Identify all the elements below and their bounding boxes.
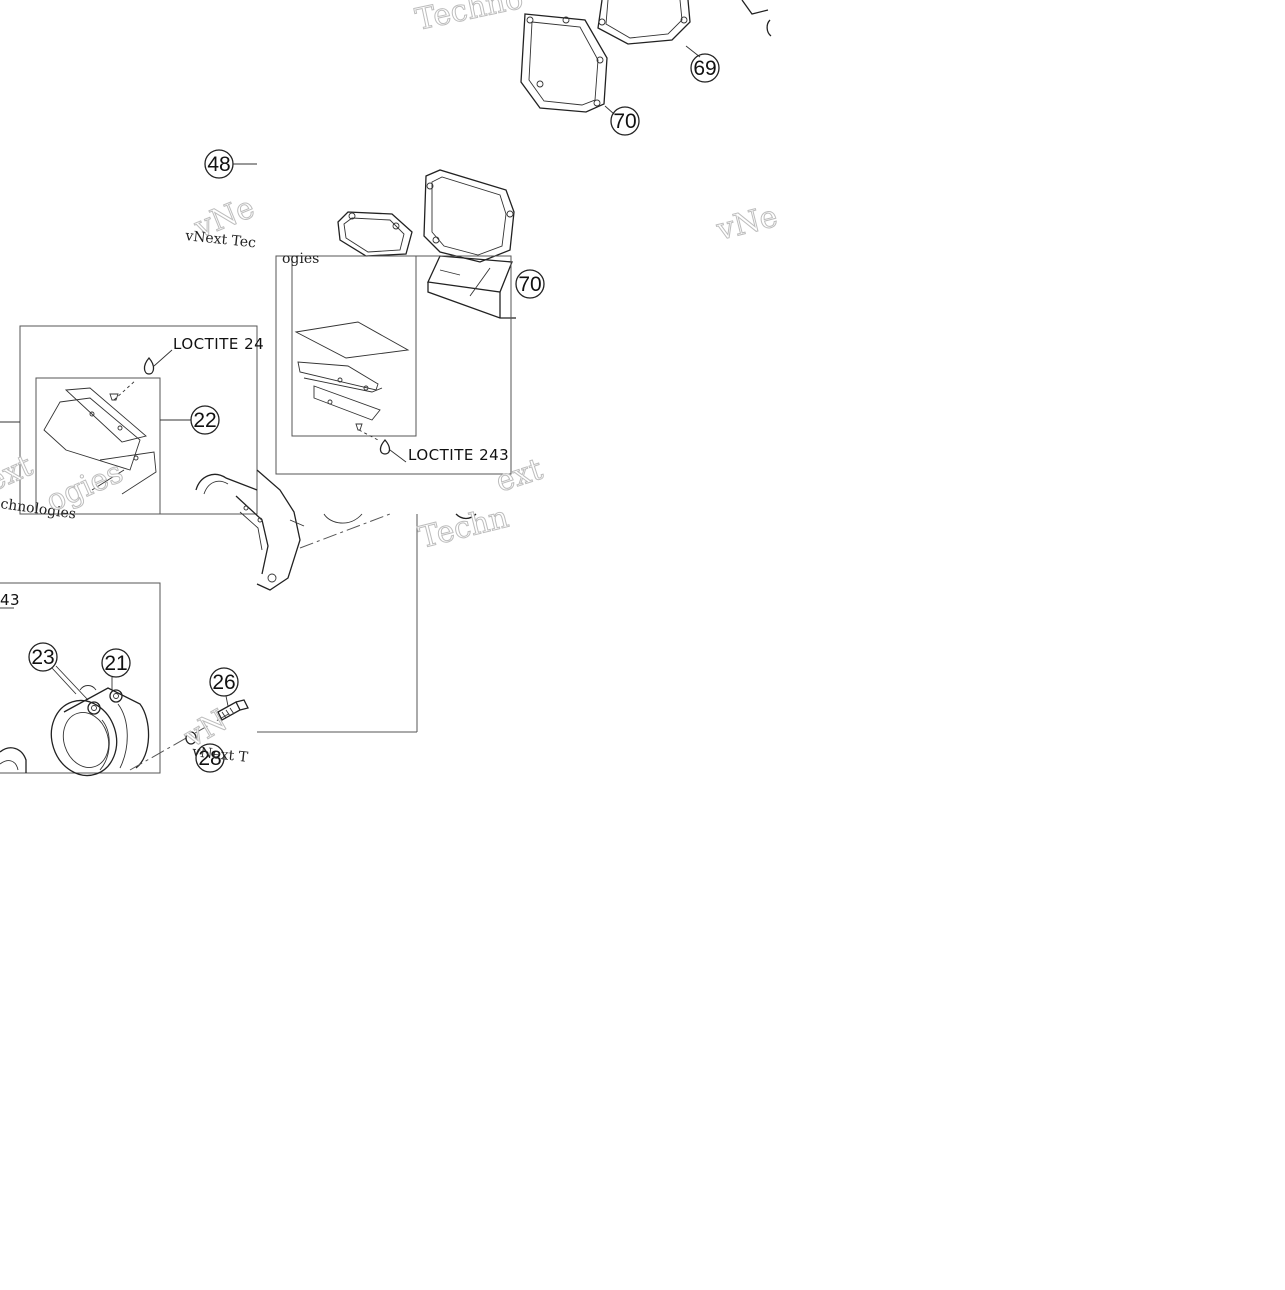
watermark-techn-right: Techn — [415, 500, 512, 556]
bolt-26 — [217, 699, 249, 721]
callout-26: 26 — [209, 667, 239, 707]
callout-23: 23 — [28, 642, 89, 701]
screw-left — [109, 379, 137, 401]
gasket-70-mid — [423, 169, 515, 263]
callout-70-top-label: 70 — [613, 110, 636, 133]
reed-petals-mid — [294, 321, 410, 421]
watermark-techno-top: Techno — [412, 0, 526, 38]
callout-70-mid-label: 70 — [518, 273, 541, 296]
left-reed-panel: LOCTITE 24 22 ext chnologies ogies — [0, 325, 264, 523]
clamp-screws — [79, 685, 123, 715]
loctite-drop-right: LOCTITE 243 — [379, 439, 509, 464]
gasket-69 — [597, 0, 691, 45]
intake-flange — [235, 469, 363, 591]
watermark-logies-left: ogies — [41, 455, 128, 520]
left-inner-frame — [35, 377, 161, 515]
watermark-vnext-tec: vNext Tec — [184, 228, 257, 251]
watermark-vnext-right: vNe — [712, 199, 781, 248]
gasket-mid-left — [337, 211, 413, 257]
top-gasket-panel: Techno 69 70 — [412, 0, 772, 136]
callout-70-top: 70 — [604, 105, 640, 136]
callout-70-mid: 70 — [515, 269, 545, 299]
loctite-fragment-label: 43 — [0, 591, 20, 609]
callout-69-label: 69 — [693, 57, 716, 80]
reed-housing — [195, 473, 258, 495]
callout-22-label: 22 — [193, 409, 216, 432]
loctite-drop-left: LOCTITE 24 — [143, 335, 264, 375]
bottom-boot-panel: 43 23 21 — [0, 582, 250, 777]
callout-48: 48 — [204, 149, 257, 179]
callout-69: 69 — [685, 45, 720, 83]
right-lower-frame: ext Techn — [257, 451, 547, 733]
reed-petals-left — [43, 387, 157, 495]
washer-28 — [185, 731, 197, 745]
reed-block — [427, 255, 516, 319]
watermark-logies-mid: ogies — [282, 251, 319, 267]
gasket-70-top — [520, 13, 608, 113]
screw-mid — [355, 423, 379, 441]
callout-28-label: 28 — [198, 747, 221, 770]
intake-boot — [0, 687, 150, 777]
bottom-inner-frame — [0, 582, 161, 774]
callout-26-label: 26 — [212, 671, 235, 694]
callout-23-label: 23 — [31, 646, 54, 669]
callout-22: 22 — [160, 405, 220, 435]
loctite-right-label: LOCTITE 243 — [408, 446, 509, 464]
watermark-ext-left: ext — [0, 448, 38, 499]
callout-21-label: 21 — [104, 652, 127, 675]
mid-inner-frame — [291, 255, 417, 437]
callout-21: 21 — [101, 648, 131, 690]
callout-48-label: 48 — [207, 153, 230, 176]
watermark-vnext-bottom: vNext T — [191, 744, 250, 766]
middle-reed-panel: 48 vNe vNext Tec 70 — [184, 149, 782, 475]
callout-28: 28 — [195, 743, 225, 773]
loctite-left-label: LOCTITE 24 — [173, 335, 264, 353]
